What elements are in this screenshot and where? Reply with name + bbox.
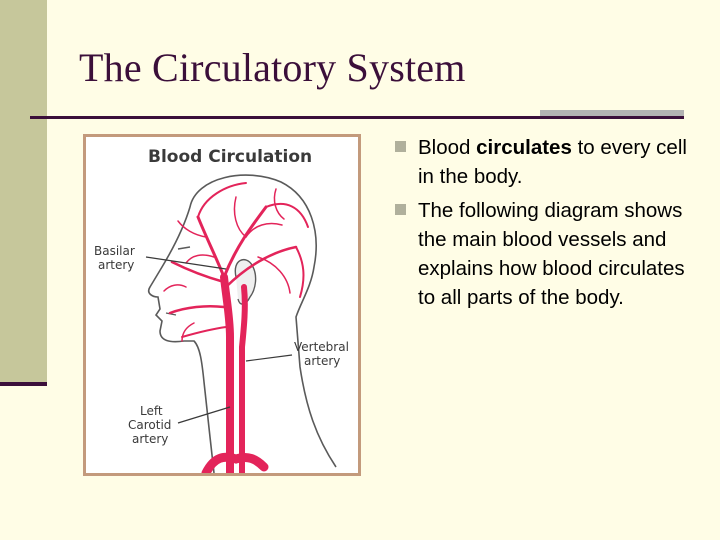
artery-network [163,182,309,473]
left-accent-underline [0,382,47,386]
bullet-2-text: The following diagram shows the main blo… [418,199,685,309]
square-bullet-icon [395,141,406,152]
label-pointers [145,256,293,424]
bullet-1-bold: circulates [476,136,572,159]
vertebral-label-line2: artery [304,354,340,368]
carotid-label-line2: Carotid [128,418,171,432]
carotid-label-line3: artery [132,432,168,446]
basilar-label-line1: Basilar [94,244,135,258]
figure-title: Blood Circulation [148,147,312,167]
square-bullet-icon [395,204,406,215]
title-rule [30,116,684,119]
mouth-mark [165,312,177,316]
slide-title: The Circulatory System [79,45,466,90]
bullet-item-1: Blood circulates to every cell in the bo… [395,133,695,191]
blood-circulation-figure: Blood Circulation [83,134,361,476]
carotid-label-line1: Left [140,404,163,418]
head-outline [147,174,337,473]
bullet-1-after: to every cell in the body. [418,136,687,188]
title-rule-accent [540,110,684,116]
bullet-1-before: Blood [418,136,477,159]
eye-mark [177,246,191,250]
bullet-item-2: The following diagram shows the main blo… [395,196,695,312]
left-accent-bar [0,0,47,383]
bullet-list: Blood circulates to every cell in the bo… [395,133,695,317]
vertebral-label-line1: Vertebral [294,340,349,354]
blood-circulation-illustration: Blood Circulation [94,147,349,473]
basilar-label-line2: artery [98,258,134,272]
